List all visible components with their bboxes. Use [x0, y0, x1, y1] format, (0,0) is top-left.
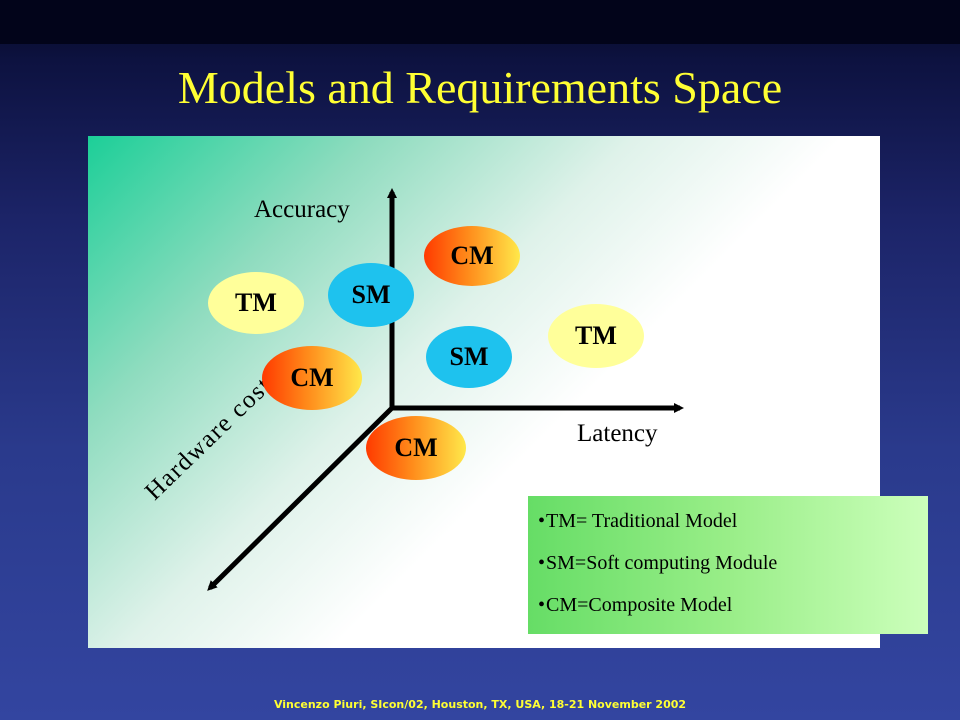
legend-box: TM= Traditional Model SM=Soft computing … [528, 496, 928, 634]
top-bar [0, 0, 960, 44]
legend-item-cm: CM=Composite Model [538, 590, 928, 632]
latency-axis-label: Latency [577, 420, 658, 447]
accuracy-axis-label: Accuracy [254, 196, 350, 223]
cm-node-top: CM [424, 226, 520, 286]
cm-node-left: CM [262, 346, 362, 410]
legend-item-tm: TM= Traditional Model [538, 506, 928, 548]
tm-node-right: TM [548, 304, 644, 368]
slide-title: Models and Requirements Space [177, 62, 783, 113]
diagram-panel: Accuracy Latency Hardware cost CM SM TM … [88, 136, 880, 648]
sm-node-lower: SM [426, 326, 512, 388]
sm-node-upper: SM [328, 263, 414, 327]
slide-footer: Vincenzo Piuri, SIcon/02, Houston, TX, U… [273, 698, 687, 711]
hardware-cost-axis [207, 406, 394, 591]
cm-node-bottom: CM [366, 416, 466, 480]
legend-list: TM= Traditional Model SM=Soft computing … [528, 496, 928, 632]
tm-node-left: TM [208, 272, 304, 334]
legend-item-sm: SM=Soft computing Module [538, 548, 928, 590]
